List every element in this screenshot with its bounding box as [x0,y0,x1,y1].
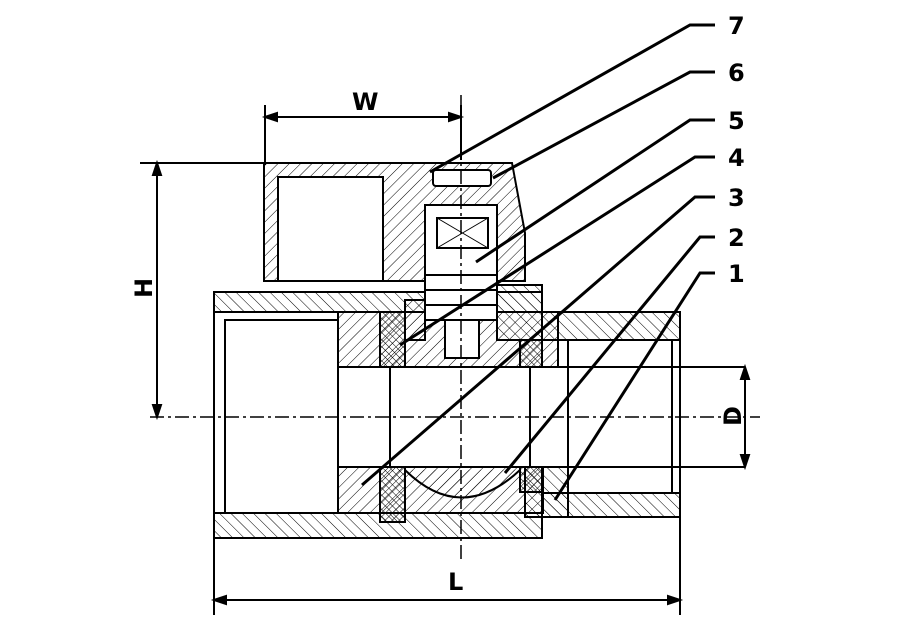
dimension-h [140,159,265,421]
leader-4 [399,155,715,347]
dimension-w [261,105,465,165]
leader-7 [429,23,715,174]
part-label-2: 2 [728,224,745,252]
centerlines [150,95,760,560]
dimension-d [739,363,751,471]
dimension-label-d: D [719,406,747,426]
part-label-6: 6 [728,59,745,87]
part-label-3: 3 [728,184,745,212]
leader-2 [503,235,715,474]
leader-6 [492,70,715,180]
dimension-label-h: H [130,278,158,298]
part-label-5: 5 [728,107,745,135]
dimension-label-l: L [448,568,463,596]
stem [404,169,543,359]
leader-5 [475,118,715,264]
part-label-1: 1 [728,260,745,288]
dimension-label-w: W [352,88,378,116]
part-label-4: 4 [728,144,745,172]
leader-3 [361,195,715,487]
leader-lines [361,23,715,501]
leader-1 [553,271,715,501]
dimension-l [210,517,684,615]
part-label-7: 7 [728,12,745,40]
seats [379,311,543,523]
